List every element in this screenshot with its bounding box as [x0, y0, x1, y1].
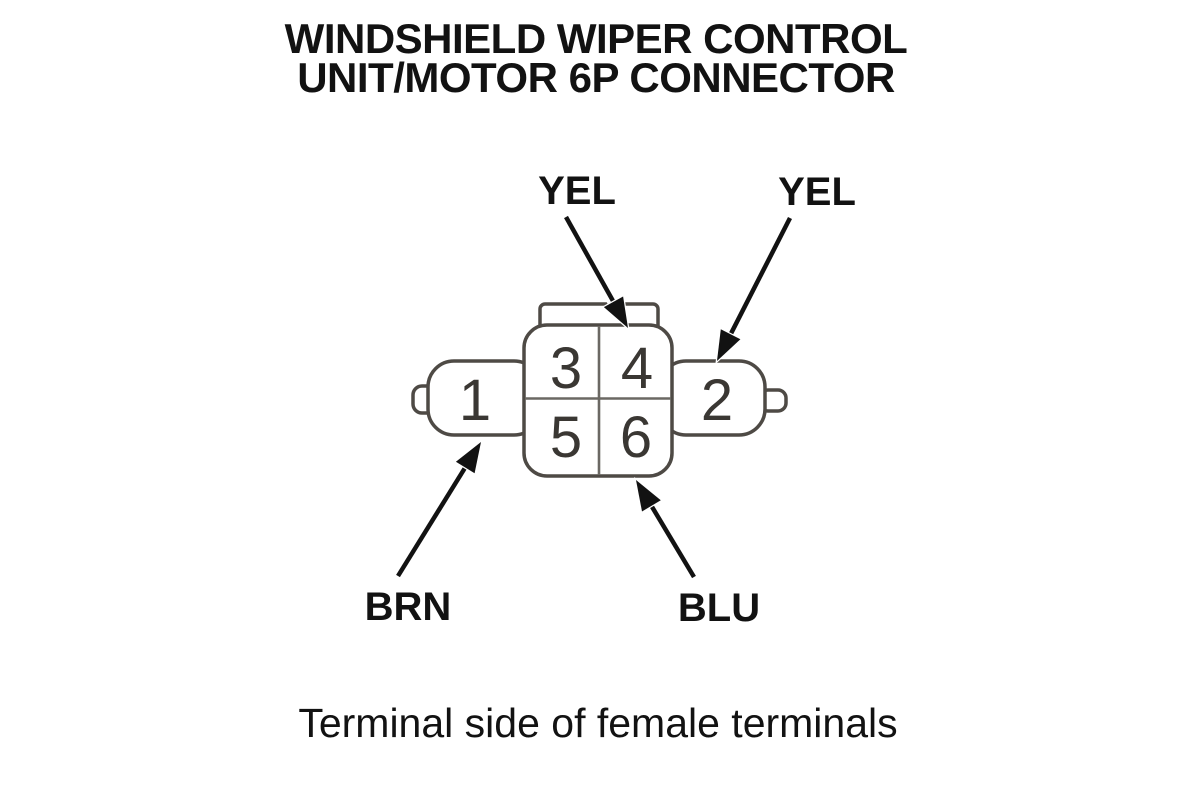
- arrow-blu-to-terminal-6: [634, 476, 700, 583]
- arrow-brn-to-terminal-1: [392, 438, 483, 582]
- terminal-3: 3: [550, 336, 582, 401]
- connector-6p: 1 2 3 4 5 6: [411, 302, 788, 478]
- terminal-1: 1: [459, 368, 491, 433]
- arrow-shaft: [396, 466, 468, 578]
- wire-label-brn: BRN: [365, 585, 452, 629]
- page-title-line2: UNIT/MOTOR 6P CONNECTOR: [297, 54, 895, 101]
- terminal-5: 5: [550, 405, 582, 470]
- arrowhead: [715, 327, 743, 365]
- diagram-caption: Terminal side of female terminals: [298, 700, 897, 746]
- wire-label-blu: BLU: [678, 586, 760, 630]
- wire-label-yel-right: YEL: [778, 170, 856, 214]
- terminal-4: 4: [621, 336, 653, 401]
- arrow-yel-to-terminal-4: [560, 211, 630, 332]
- arrow-shaft: [728, 216, 793, 336]
- terminal-2: 2: [701, 368, 733, 433]
- arrowhead: [453, 438, 483, 476]
- arrow-shaft: [564, 215, 616, 303]
- terminal-6: 6: [620, 405, 652, 470]
- arrow-yel-to-terminal-2: [715, 212, 796, 365]
- arrowhead: [634, 476, 663, 514]
- page-title-line1: WINDSHIELD WIPER CONTROL: [285, 15, 908, 62]
- arrow-shaft: [649, 504, 696, 579]
- wire-label-yel-left: YEL: [538, 169, 616, 213]
- arrowhead: [601, 294, 630, 332]
